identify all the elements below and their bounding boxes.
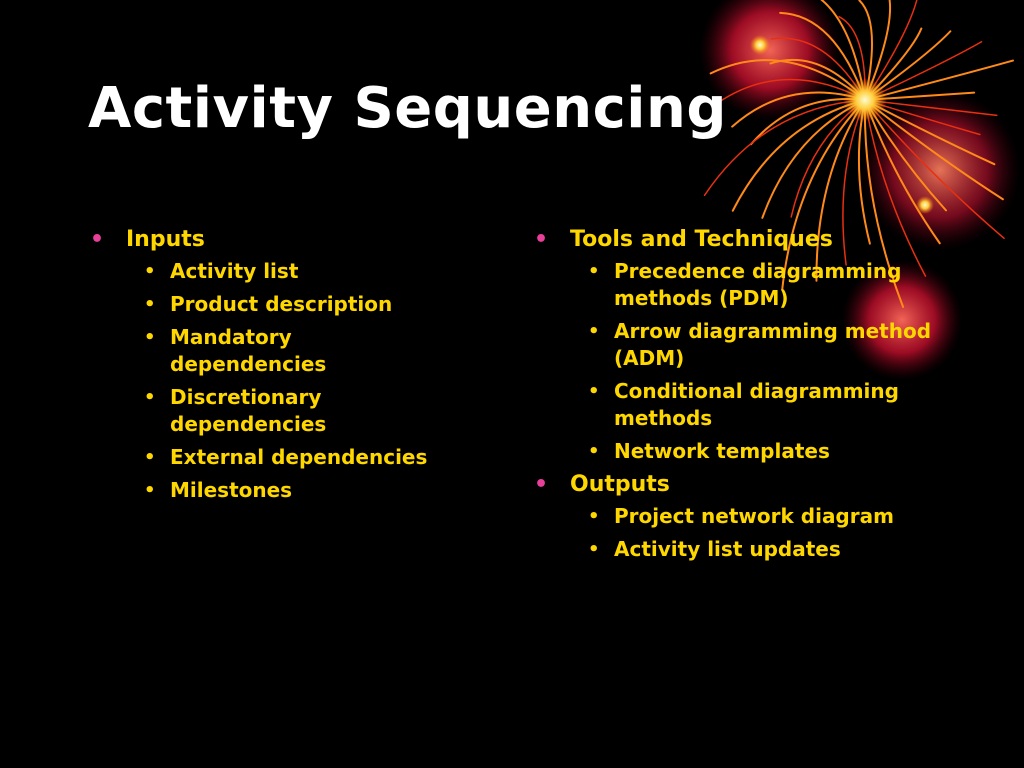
firework-ray (864, 99, 1005, 240)
firework-ray (703, 99, 866, 197)
sub-item-text: Network templates (614, 439, 830, 463)
sub-bullet-icon: • (144, 387, 156, 408)
sub-item: • Milestones (126, 477, 510, 504)
firework-orb-icon (700, 0, 1020, 380)
slide-title: Activity Sequencing (88, 76, 727, 141)
sub-list: • Precedence diagramming methods (PDM) • A… (570, 258, 954, 465)
sub-bullet-icon: • (588, 506, 600, 527)
sub-item-text: Milestones (170, 478, 293, 502)
firework-ray (781, 99, 866, 291)
sub-item-text: Activity list (170, 259, 299, 283)
sub-item: • Network templates (570, 438, 954, 465)
sub-item: • Conditional diagramming methods (570, 378, 974, 432)
bullet-outputs: • Outputs • Project network diagram • Acti… (534, 471, 954, 563)
sub-item-text: Project network diagram (614, 504, 894, 528)
sub-bullet-icon: • (144, 480, 156, 501)
left-column: • Inputs • Activity list • Product descrip… (90, 226, 510, 510)
sub-item-text: External dependencies (170, 445, 428, 469)
sub-item: • External dependencies (126, 444, 510, 471)
sub-bullet-icon: • (588, 321, 600, 342)
bullet-icon: • (534, 472, 549, 497)
sub-item: • Product description (126, 291, 510, 318)
bullet-icon: • (534, 227, 549, 252)
bullet-inputs: • Inputs • Activity list • Product descrip… (90, 226, 510, 504)
sub-item: • Activity list (126, 258, 510, 285)
sub-item: • Arrow diagramming method (ADM) (570, 318, 944, 372)
sub-item-text: Arrow diagramming method (ADM) (614, 319, 932, 370)
sub-item-text: Mandatory dependencies (170, 325, 327, 376)
bullet-icon: • (90, 227, 105, 252)
sub-item-text: Product description (170, 292, 393, 316)
sub-bullet-icon: • (144, 261, 156, 282)
sub-bullet-icon: • (588, 381, 600, 402)
firework-ray (820, 0, 866, 101)
bullet-label: Tools and Techniques (570, 227, 833, 252)
sub-item-text: Conditional diagramming methods (614, 379, 899, 430)
sub-item: • Project network diagram (570, 503, 894, 530)
bullet-label: Inputs (126, 227, 205, 252)
sub-item: • Precedence diagramming methods (PDM) (570, 258, 944, 312)
sub-item: • Mandatory dependencies (126, 324, 380, 378)
sub-bullet-icon: • (144, 294, 156, 315)
sub-list: • Project network diagram • Activity list … (570, 503, 954, 563)
sub-item: • Discretionary dependencies (126, 384, 420, 438)
sub-item-text: Discretionary dependencies (170, 385, 327, 436)
sub-item: • Activity list updates (570, 536, 954, 563)
sub-item-text: Activity list updates (614, 537, 841, 561)
sub-bullet-icon: • (588, 261, 600, 282)
sub-bullet-icon: • (588, 441, 600, 462)
sub-item-text: Precedence diagramming methods (PDM) (614, 259, 902, 310)
bullet-label: Outputs (570, 472, 670, 497)
sub-list: • Activity list • Product description • Man… (126, 258, 510, 504)
bullet-tools-and-techniques: • Tools and Techniques • Precedence diagr… (534, 226, 954, 465)
sub-bullet-icon: • (588, 539, 600, 560)
sub-bullet-icon: • (144, 327, 156, 348)
firework-ray (864, 59, 1014, 101)
sub-bullet-icon: • (144, 447, 156, 468)
firework-ray (709, 59, 866, 101)
right-column: • Tools and Techniques • Precedence diagr… (534, 226, 954, 569)
firework-ray (863, 99, 905, 308)
